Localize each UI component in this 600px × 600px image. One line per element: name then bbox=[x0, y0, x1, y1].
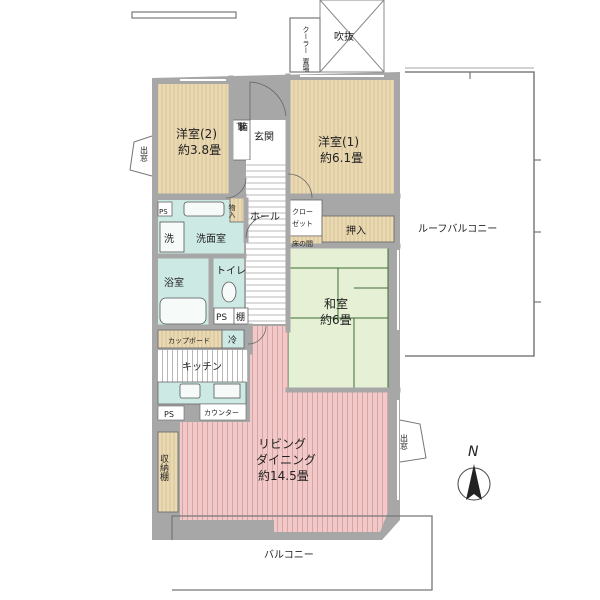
closet-label-bottom: ゼット bbox=[292, 219, 313, 228]
western-room-1-floor bbox=[290, 80, 394, 194]
kitchen-label: キッチン bbox=[182, 361, 222, 373]
japanese-room-name: 和室 bbox=[324, 296, 348, 311]
windows bbox=[180, 75, 399, 500]
wash-basin bbox=[183, 201, 225, 217]
top-fence bbox=[131, 11, 237, 19]
western-room-2-name: 洋室(2) bbox=[176, 126, 217, 141]
tana-box bbox=[233, 307, 249, 325]
japanese-room-size: 約6畳 bbox=[320, 312, 352, 327]
washer bbox=[159, 221, 185, 253]
genkan-label: 玄関 bbox=[254, 130, 274, 143]
living-name-line2: ダイニング bbox=[256, 452, 316, 467]
living-name-line1: リビング bbox=[258, 437, 306, 451]
ps-box-3 bbox=[157, 405, 185, 421]
oshiire-label: 押入 bbox=[346, 224, 366, 237]
bay-window-left bbox=[129, 135, 153, 177]
counter-label: カウンター bbox=[204, 408, 239, 417]
living-dining-floor bbox=[180, 326, 388, 532]
counter-box bbox=[199, 403, 247, 421]
closet bbox=[287, 199, 323, 237]
fridge bbox=[221, 329, 245, 349]
bathtub bbox=[159, 297, 207, 325]
cooler-label-bottom: 置場 bbox=[302, 58, 310, 73]
tana-label: 棚 bbox=[236, 311, 245, 323]
genkan-floor bbox=[250, 120, 286, 160]
fukinuke-label: 吹抜 bbox=[334, 30, 354, 43]
getabako-label: 下駄箱 bbox=[236, 121, 248, 133]
wash-short-label: 洗 bbox=[164, 233, 174, 245]
ps-label-3: PS bbox=[164, 410, 174, 419]
storage-shelf-label: 収納棚 bbox=[158, 453, 169, 482]
bay-window-left-label: 出窓 bbox=[140, 145, 149, 162]
western-room-1-size: 約6.1畳 bbox=[320, 150, 363, 165]
compass-icon: N bbox=[457, 444, 491, 501]
north-label: N bbox=[468, 444, 479, 460]
western-room-1-name: 洋室(1) bbox=[318, 134, 359, 149]
roof-balcony-label: ルーフバルコニー bbox=[418, 223, 497, 235]
western-room-2-floor bbox=[158, 84, 230, 196]
closet-label-top: クロー bbox=[292, 208, 313, 216]
ps-label-1: PS bbox=[159, 208, 168, 216]
living-size: 約14.5畳 bbox=[258, 468, 309, 483]
storage-shelf bbox=[157, 431, 179, 513]
oshiire bbox=[321, 215, 395, 243]
western-room-2-size: 約3.8畳 bbox=[178, 142, 221, 157]
balcony-label: バルコニー bbox=[264, 549, 314, 561]
bay-window-right-label: 出窓 bbox=[400, 433, 409, 450]
ps-label-2: PS bbox=[216, 313, 227, 323]
bath-label: 浴室 bbox=[164, 276, 184, 289]
wash-room-label: 洗面室 bbox=[196, 232, 226, 245]
kitchen-floor bbox=[158, 350, 248, 382]
stove bbox=[213, 383, 241, 399]
roof-balcony-area bbox=[405, 71, 535, 357]
tokonoma-label: 床の間 bbox=[292, 239, 313, 248]
interior-walls bbox=[155, 73, 401, 393]
cupboard-label: カップボード bbox=[168, 337, 210, 345]
fridge-label: 冷 bbox=[228, 334, 237, 346]
toilet-label: トイレ bbox=[216, 266, 246, 277]
tatami-lines bbox=[288, 267, 388, 388]
bay-window-right bbox=[399, 419, 427, 463]
cooler-label-top: クーラー bbox=[302, 26, 310, 54]
door-swings bbox=[225, 81, 313, 345]
hall-upper-floor bbox=[246, 160, 286, 204]
balcony-area bbox=[171, 515, 433, 591]
sink bbox=[179, 383, 201, 399]
hall-label: ホール bbox=[250, 211, 280, 223]
ps-box-1 bbox=[157, 201, 173, 217]
monoire-label: 物入 bbox=[228, 203, 236, 218]
toilet-bowl bbox=[221, 281, 237, 303]
hall-lower-floor bbox=[246, 204, 286, 324]
